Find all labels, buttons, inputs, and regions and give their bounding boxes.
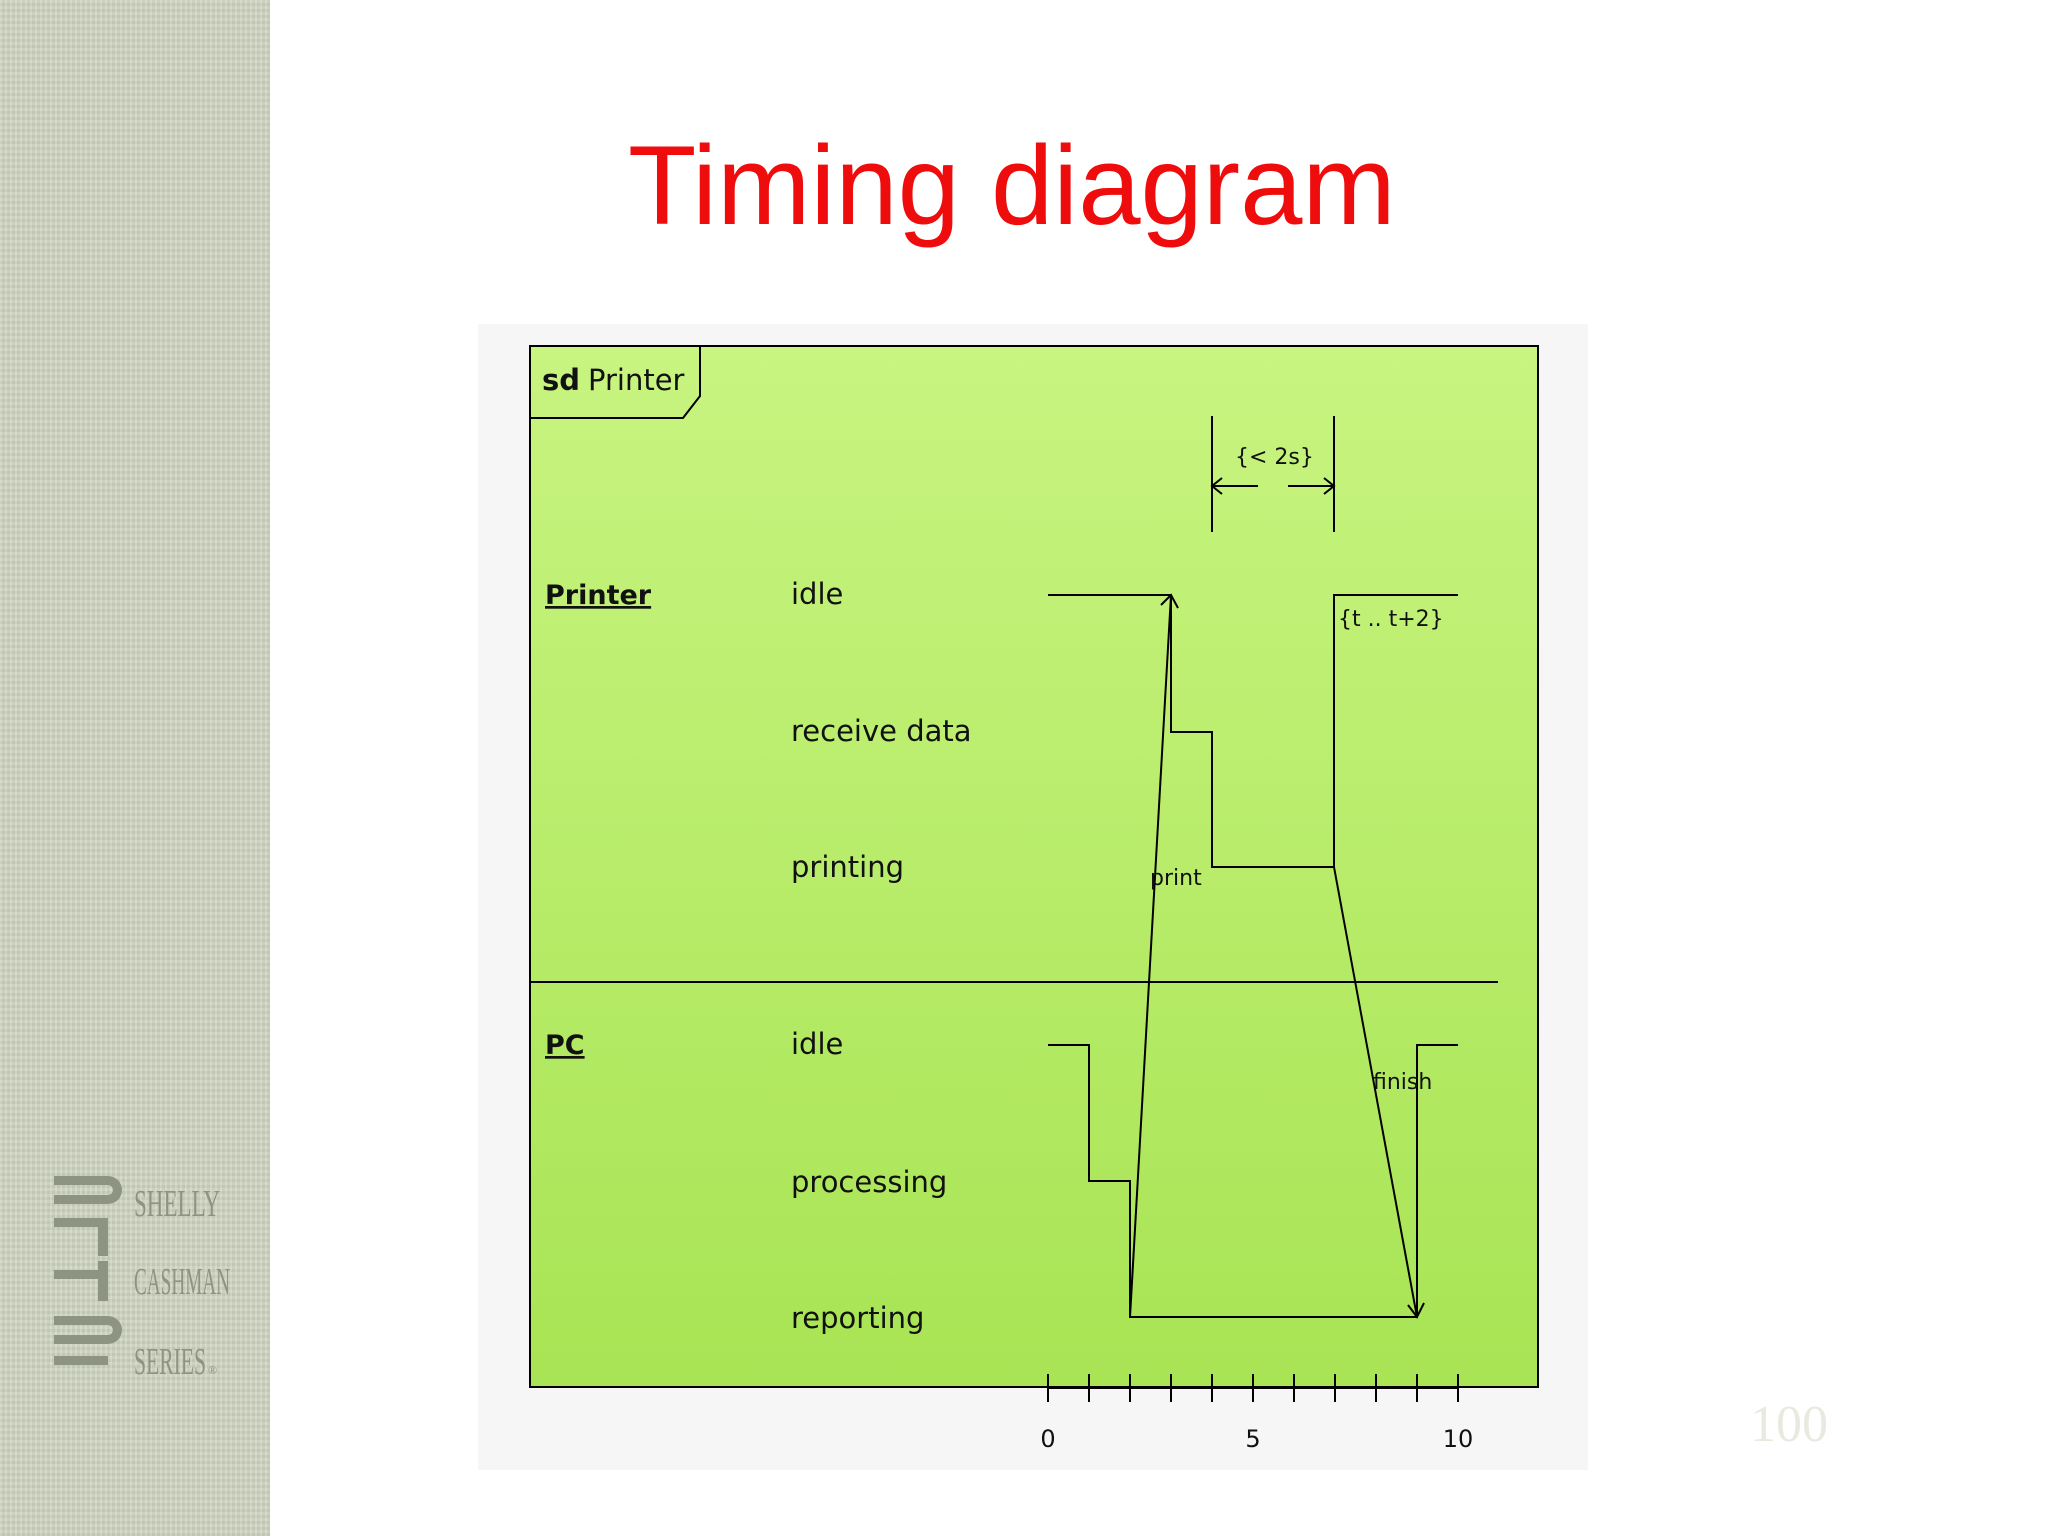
diagram-panel: sd Printer Printer idle receive data pri… — [478, 324, 1588, 1470]
logo-registered-mark: ® — [208, 1363, 217, 1377]
lifeline-printer-name: Printer — [545, 580, 652, 611]
frame-name-tab — [530, 346, 701, 419]
interval-constraint-label: {t .. t+2} — [1338, 607, 1444, 632]
timing-diagram: sd Printer Printer idle receive data pri… — [529, 345, 1539, 1453]
logo-bar-1 — [54, 1176, 122, 1204]
printer-state-receive-data: receive data — [791, 714, 972, 748]
time-axis-label: 5 — [1245, 1425, 1260, 1453]
pc-state-reporting: reporting — [791, 1301, 924, 1335]
print-message-arrowhead — [1160, 593, 1179, 609]
logo-line-2: CASHMAN — [134, 1261, 230, 1303]
logo-line-3: SERIES — [134, 1341, 206, 1383]
pc-state-idle: idle — [791, 1027, 843, 1061]
time-axis-label: 10 — [1443, 1425, 1474, 1453]
printer-state-timeline — [1048, 594, 1458, 868]
lifeline-pc-name: PC — [545, 1030, 585, 1061]
finish-message-label: finish — [1373, 1070, 1432, 1095]
finish-message-arrow — [1333, 866, 1418, 1318]
page-number: 100 — [1750, 1396, 1828, 1453]
frame-name: Printer — [588, 363, 685, 397]
printer-state-idle: idle — [791, 577, 843, 611]
pc-state-processing: processing — [791, 1165, 947, 1199]
logo-bar-3 — [54, 1261, 108, 1301]
print-message-arrow — [1129, 594, 1172, 1318]
pc-state-timeline — [1048, 1044, 1458, 1318]
duration-arrowhead-right — [1323, 477, 1336, 495]
time-axis-label: 0 — [1040, 1425, 1055, 1453]
printer-state-printing: printing — [791, 850, 904, 884]
duration-constraint-label: {< 2s} — [1235, 445, 1314, 470]
logo-bar-2 — [54, 1218, 108, 1256]
print-message-label: print — [1150, 866, 1202, 891]
logo-bar-4 — [54, 1316, 122, 1344]
shelly-cashman-logo: SHELLY CASHMAN SERIES ® — [54, 1176, 230, 1383]
diagram-frame — [529, 345, 1539, 1388]
slide-title: Timing diagram — [628, 123, 1396, 248]
duration-arrowhead-left — [1210, 477, 1223, 495]
decorative-sidebar — [0, 0, 270, 1536]
logo-bar-5 — [54, 1356, 108, 1365]
finish-message-arrowhead — [1407, 1302, 1425, 1319]
logo-line-1: SHELLY — [134, 1183, 220, 1225]
time-axis: 0 5 10 — [1040, 1374, 1473, 1453]
frame-keyword: sd — [542, 363, 580, 397]
